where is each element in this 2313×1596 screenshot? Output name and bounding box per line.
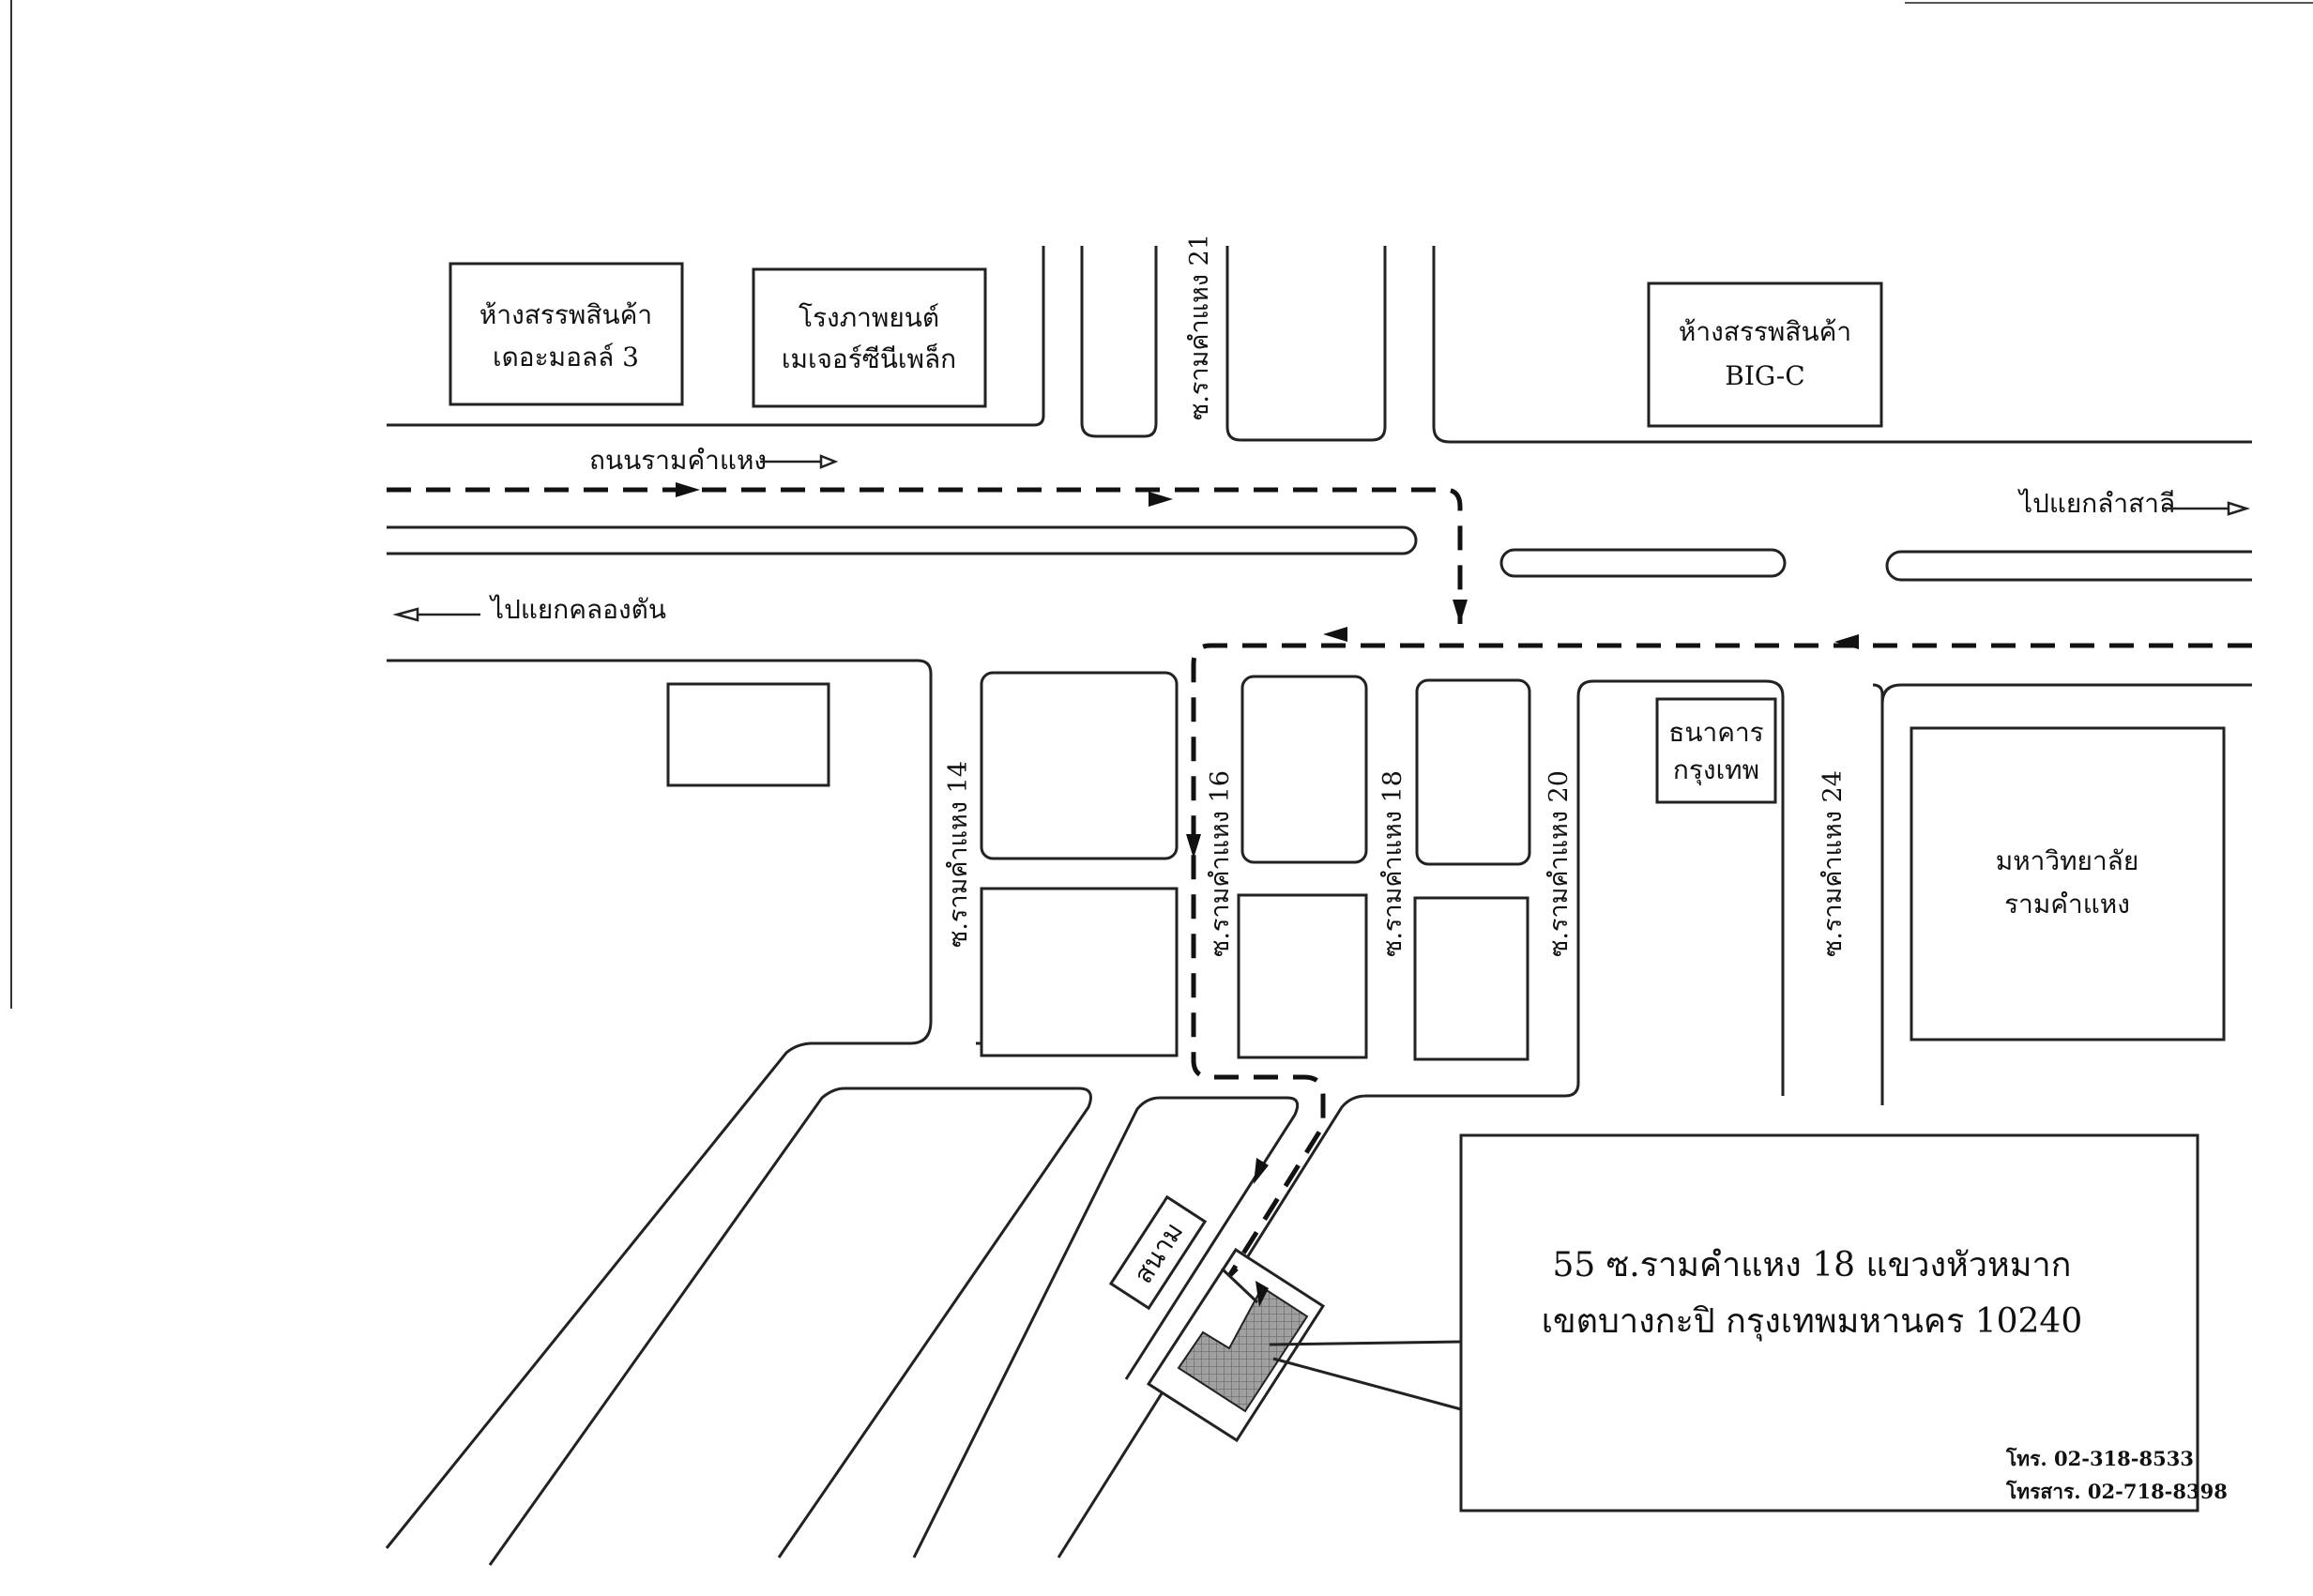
route-main-westbound bbox=[1191, 643, 2252, 1278]
destination-building bbox=[1177, 1285, 1309, 1413]
main-road-label: ถนนรามคำแหง bbox=[589, 445, 767, 476]
soi-21-east-edge bbox=[1225, 246, 1387, 442]
field-label-box: สนาม bbox=[1108, 1194, 1208, 1311]
road-edge-south-east bbox=[1880, 683, 2252, 1105]
cinema-building bbox=[752, 267, 987, 408]
soi-18-label: ซ.รามคำแหง 18 bbox=[1378, 770, 1408, 957]
callout-lines bbox=[1269, 1340, 1462, 1411]
cinema-label-line2: เมเจอร์ซีนีเพล็ก bbox=[782, 342, 956, 374]
soi-24-label: ซ.รามคำแหง 24 bbox=[1818, 770, 1848, 957]
to-lamsali-arrow bbox=[2165, 501, 2251, 516]
university-label-line2: รามคำแหง bbox=[2004, 889, 2130, 920]
to-khlongton-arrow bbox=[392, 607, 480, 622]
soi-21-label: ซ.รามคำแหง 21 bbox=[1185, 234, 1214, 420]
route-arrow-1 bbox=[676, 482, 700, 497]
university-building bbox=[1910, 726, 2226, 1041]
cinema-label-line1: โรงภาพยนต์ bbox=[799, 302, 939, 333]
mall3-label-line2: เดอะมอลล์ 3 bbox=[493, 342, 639, 372]
bank-label-line1: ธนาคาร bbox=[1668, 717, 1763, 748]
address-box bbox=[1459, 1133, 2199, 1512]
main-road-arrow bbox=[760, 454, 839, 469]
mall3-label-line1: ห้างสรรพสินค้า bbox=[479, 299, 652, 330]
soi-20-label: ซ.รามคำแหง 20 bbox=[1545, 770, 1574, 957]
road-edge-north-west bbox=[387, 246, 1045, 427]
route-arrow-8-line bbox=[1220, 1267, 1259, 1304]
route-arrow-4 bbox=[1323, 627, 1347, 642]
route-arrow-7 bbox=[1254, 1158, 1269, 1184]
university-label-line1: มหาวิทยาลัย bbox=[1996, 845, 2139, 876]
block-16-18-north bbox=[1240, 675, 1368, 864]
fax: โทรสาร. 02-718-8398 bbox=[2005, 1480, 2228, 1503]
soi-14-label: ซ.รามคำแหง 14 bbox=[944, 761, 973, 948]
median-east bbox=[1885, 550, 2252, 582]
route-main-eastbound bbox=[387, 487, 1463, 624]
bigc-building bbox=[1647, 281, 1883, 428]
address-line2: เขตบางกะปิ กรุงเทพมหานคร 10240 bbox=[1542, 1302, 2083, 1342]
bank-label-line2: กรุงเทพ bbox=[1673, 754, 1759, 786]
block-18-20-north bbox=[1415, 678, 1531, 866]
block-18-20-south bbox=[1413, 896, 1529, 1061]
block-west bbox=[666, 682, 830, 787]
route-arrow-6 bbox=[1186, 834, 1201, 859]
bank-building bbox=[1655, 697, 1777, 804]
main-road-centerline bbox=[387, 525, 1418, 555]
route-final bbox=[1227, 1267, 1239, 1278]
soi-16-label: ซ.รามคำแหง 16 bbox=[1206, 770, 1235, 957]
block-14-16-south bbox=[980, 887, 1179, 1057]
bigc-label-line1: ห้างสรรพสินค้า bbox=[1679, 316, 1851, 347]
block-16-18-south bbox=[1237, 893, 1368, 1059]
median-middle bbox=[1499, 548, 1787, 578]
route-arrow-5 bbox=[1834, 634, 1859, 649]
route-arrow-2 bbox=[1149, 492, 1173, 507]
side-street-c bbox=[1057, 679, 1785, 1558]
side-street-a bbox=[488, 1087, 1092, 1566]
block-14-16-north bbox=[980, 671, 1179, 860]
soi-21-west-edge bbox=[1080, 246, 1158, 438]
mall3-building bbox=[449, 262, 684, 406]
road-edge-north-east bbox=[1432, 246, 2252, 444]
telephone: โทร. 02-318-8533 bbox=[2005, 1447, 2194, 1470]
road-edge-south-west bbox=[385, 659, 933, 1549]
to-lamsali-label: ไปแยกลำสาลี bbox=[2017, 488, 2175, 519]
address-line1: 55 ซ.รามคำแหง 18 แขวงหัวหมาก bbox=[1553, 1246, 2072, 1284]
side-street-b bbox=[912, 1096, 1300, 1558]
bigc-label-line2: BIG-C bbox=[1725, 360, 1804, 391]
to-khlongton-label: ไปแยกคลองตัน bbox=[489, 594, 666, 625]
route-arrow-8 bbox=[1255, 1281, 1269, 1307]
destination-plot bbox=[1146, 1247, 1326, 1443]
route-arrow-3 bbox=[1453, 600, 1468, 624]
